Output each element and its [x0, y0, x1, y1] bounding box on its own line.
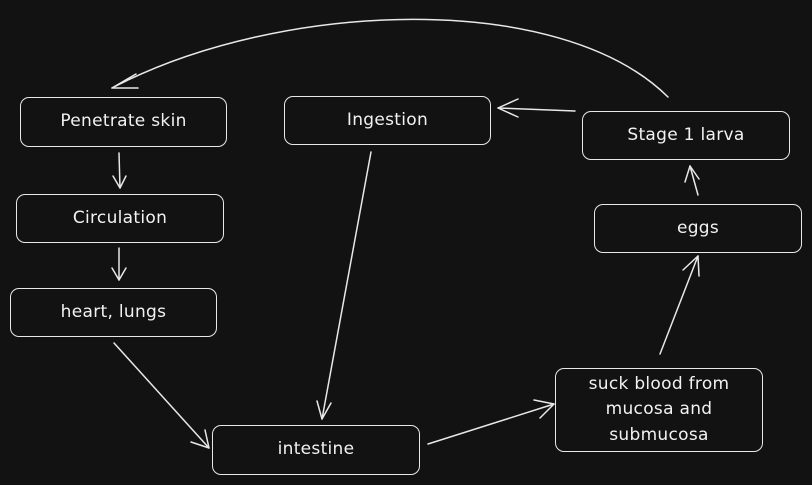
node-label: eggs — [676, 217, 720, 238]
node-intestine: intestine — [212, 425, 420, 475]
node-eggs: eggs — [594, 204, 802, 253]
node-label: suck blood from mucosa and submucosa — [588, 373, 730, 445]
node-label: heart, lungs — [60, 301, 167, 322]
node-penetrate-skin: Penetrate skin — [20, 97, 227, 147]
node-label: intestine — [277, 439, 355, 460]
edge-eggs-to-stage1 — [684, 165, 700, 196]
edge-intestine-to-suck — [427, 399, 555, 445]
node-label: Stage 1 larva — [627, 124, 745, 145]
node-heart-lungs: heart, lungs — [10, 288, 217, 337]
node-circulation: Circulation — [16, 194, 224, 243]
edge-stage1-to-penetrate — [111, 18, 669, 98]
node-ingestion: Ingestion — [284, 96, 491, 145]
node-label: Penetrate skin — [60, 111, 187, 132]
edge-penetrate-to-circulation — [112, 152, 127, 189]
edge-heart-to-intestine — [113, 342, 210, 449]
node-stage-1-larva: Stage 1 larva — [582, 111, 790, 160]
node-suck-blood: suck blood from mucosa and submucosa — [555, 368, 763, 452]
node-label: Circulation — [72, 207, 168, 228]
edge-suck-to-eggs — [659, 255, 700, 355]
edge-circulation-to-heart — [111, 247, 127, 281]
edge-stage1-to-ingestion — [497, 98, 576, 118]
node-label: Ingestion — [346, 109, 429, 130]
edge-ingestion-to-intestine — [316, 151, 372, 420]
